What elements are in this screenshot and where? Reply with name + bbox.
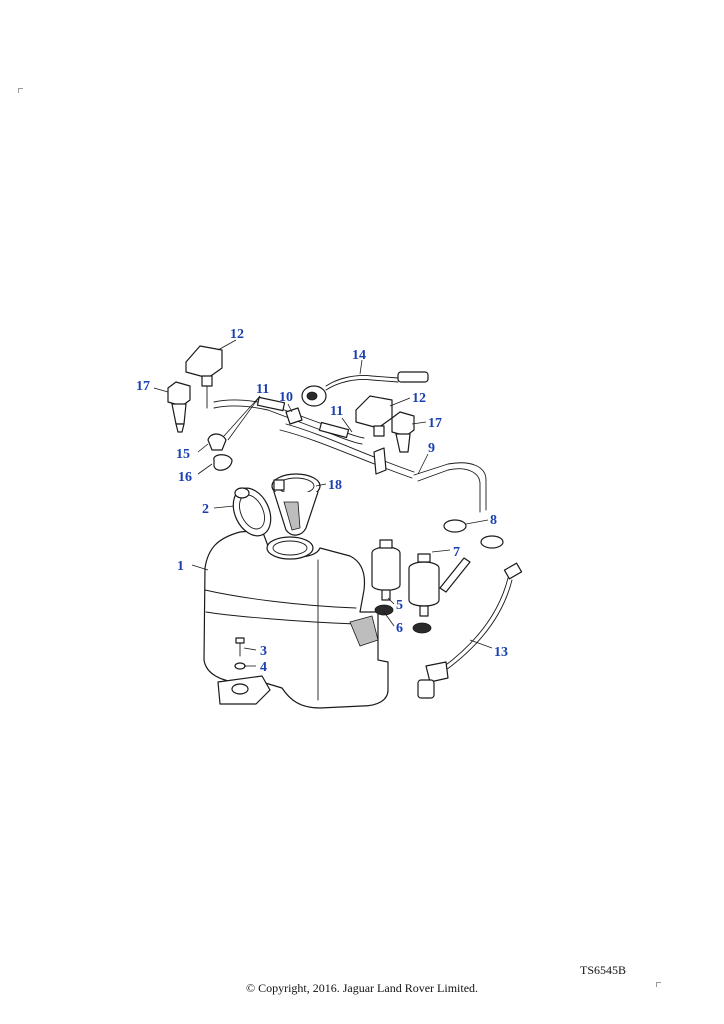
callout-8: 8 bbox=[490, 513, 497, 528]
washer-pump-rear bbox=[408, 553, 440, 617]
callout-5: 5 bbox=[396, 598, 403, 613]
callout-14: 14 bbox=[352, 348, 366, 363]
callout-17-left: 17 bbox=[136, 379, 150, 394]
hose-section-right bbox=[318, 421, 350, 439]
callout-labels: 1 2 3 4 5 6 7 8 9 10 11 11 12 12 13 14 1… bbox=[136, 327, 508, 675]
washer-pump-front bbox=[371, 539, 401, 601]
jet-adaptor-left bbox=[167, 381, 191, 433]
crop-mark bbox=[18, 88, 23, 93]
callout-1: 1 bbox=[177, 559, 184, 574]
jet-adaptor-right bbox=[391, 411, 415, 453]
feed-pipe bbox=[439, 557, 471, 593]
washer-jet-right bbox=[355, 395, 393, 437]
callout-4: 4 bbox=[260, 660, 267, 675]
callout-11-left: 11 bbox=[256, 382, 269, 397]
pump-grommet bbox=[412, 622, 432, 634]
filler-neck bbox=[266, 536, 314, 560]
callout-6: 6 bbox=[396, 621, 403, 636]
check-valve bbox=[443, 519, 504, 549]
reservoir-cap bbox=[232, 487, 272, 537]
filler-strainer bbox=[271, 473, 321, 536]
level-sensor-harness bbox=[301, 371, 429, 407]
crop-mark bbox=[656, 982, 661, 987]
callout-15: 15 bbox=[176, 447, 190, 462]
callout-2: 2 bbox=[202, 502, 209, 517]
diagram-reference-code: TS6545B bbox=[580, 963, 627, 977]
callout-12-right: 12 bbox=[412, 391, 426, 406]
hose-clip-large bbox=[213, 454, 233, 471]
callout-11-right: 11 bbox=[330, 404, 343, 419]
leader-lines bbox=[153, 339, 493, 667]
t-connector bbox=[285, 407, 303, 425]
pump-harness bbox=[417, 562, 523, 699]
callout-10: 10 bbox=[279, 390, 293, 405]
callout-3: 3 bbox=[260, 644, 267, 659]
callout-13: 13 bbox=[494, 645, 508, 660]
washer-reservoir bbox=[203, 529, 389, 709]
hose-clip bbox=[207, 433, 227, 451]
copyright-notice: © Copyright, 2016. Jaguar Land Rover Lim… bbox=[245, 981, 479, 995]
hose-section-left bbox=[256, 396, 286, 412]
elbow-connector bbox=[373, 447, 387, 475]
callout-16: 16 bbox=[178, 470, 192, 485]
callout-12-left: 12 bbox=[230, 327, 244, 342]
callout-18: 18 bbox=[328, 478, 342, 493]
callout-7: 7 bbox=[453, 545, 460, 560]
callout-9: 9 bbox=[428, 441, 435, 456]
washer-jet-left bbox=[185, 345, 223, 409]
callout-17-right: 17 bbox=[428, 416, 442, 431]
pump-grommet bbox=[374, 604, 394, 616]
